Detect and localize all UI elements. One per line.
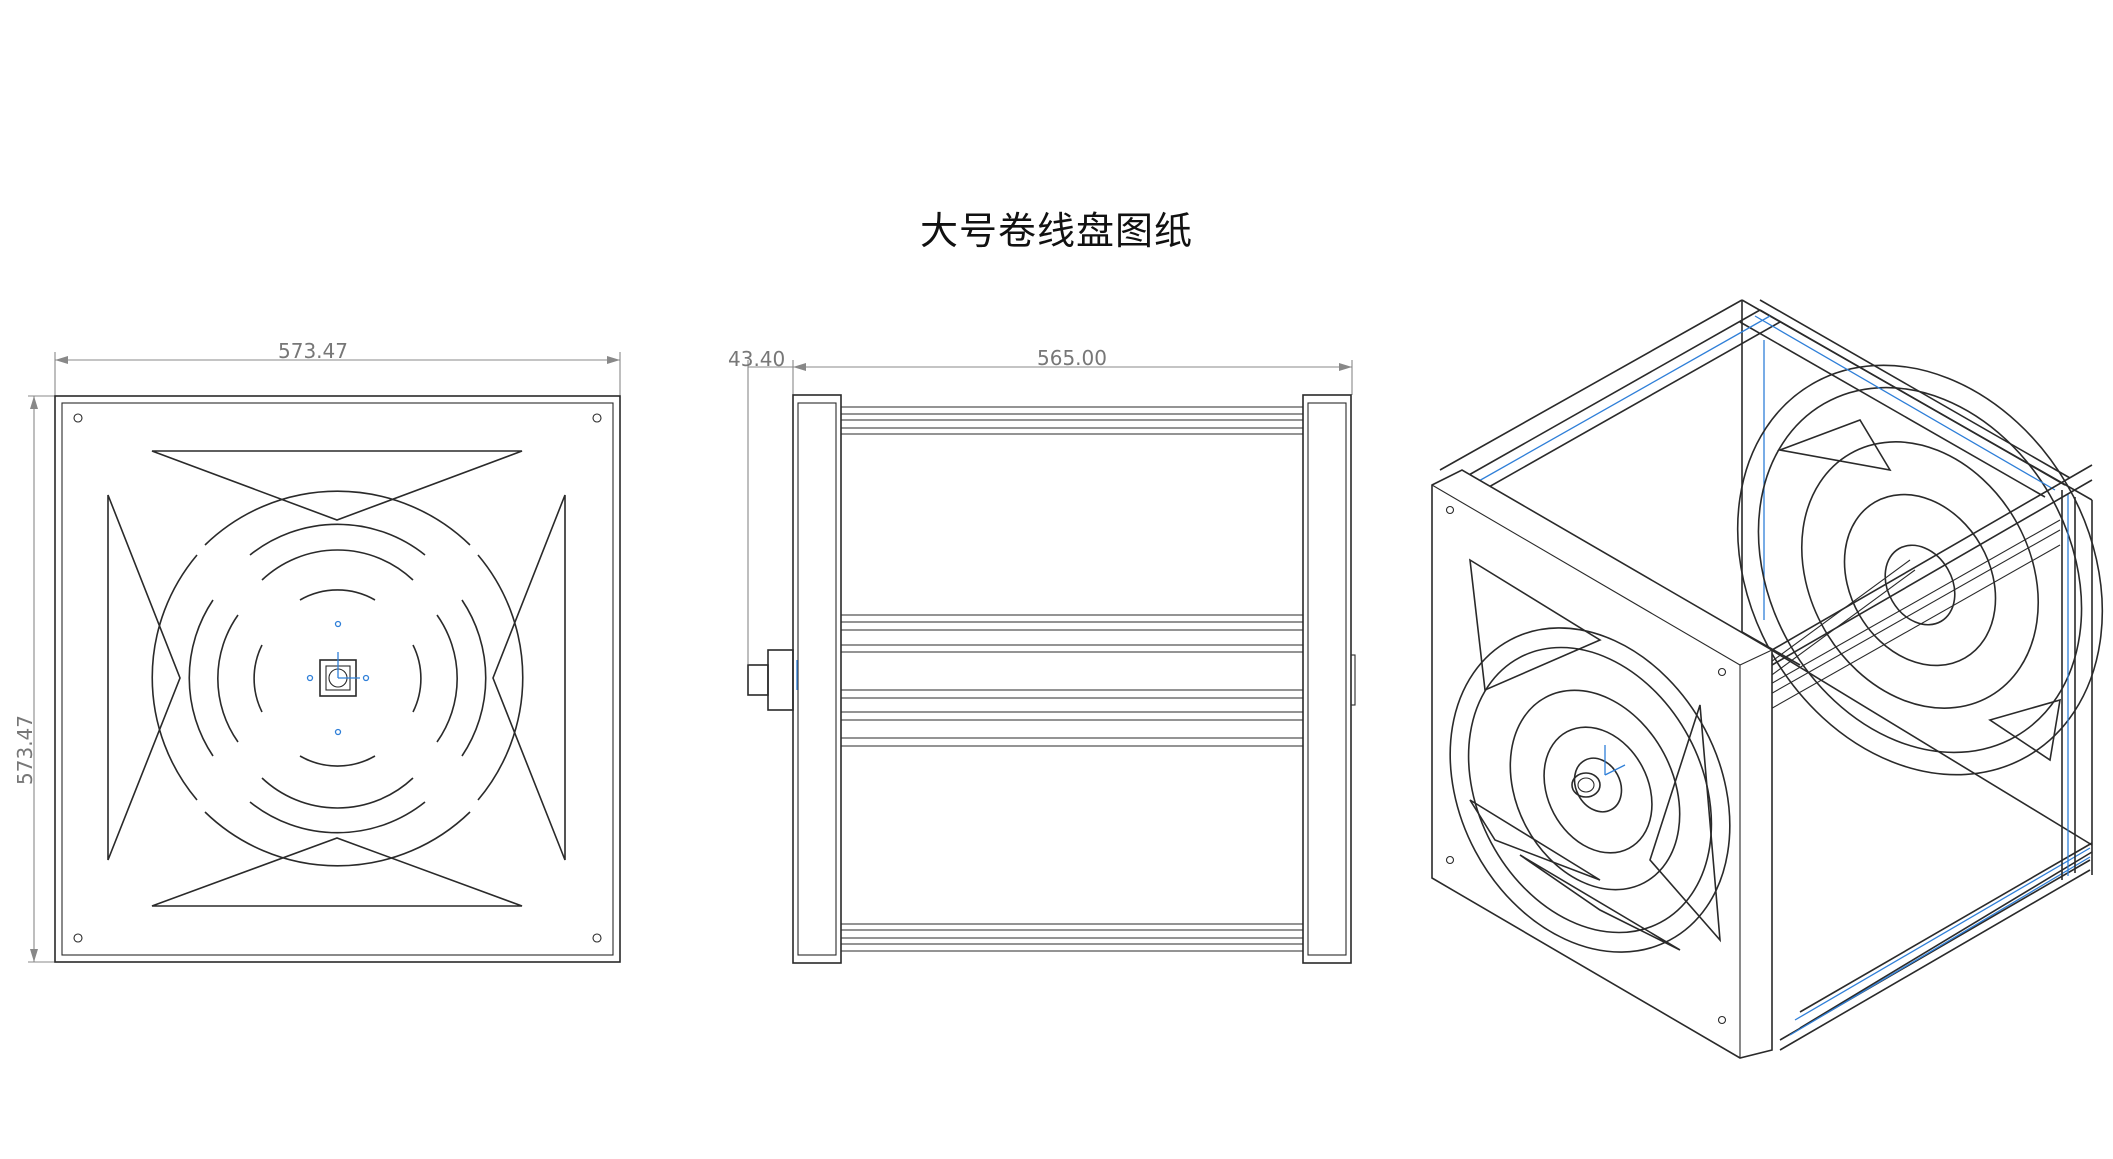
side-length-dimension: 565.00 — [793, 346, 1353, 395]
front-reel — [1449, 558, 1731, 953]
isometric-view — [1431, 299, 2104, 1059]
side-offset-label: 43.40 — [728, 347, 785, 371]
front-height-dimension: 573.47 — [13, 395, 60, 963]
front-height-label: 573.47 — [13, 715, 37, 785]
drawing-title: 大号卷线盘图纸 — [919, 209, 1193, 253]
front-hub — [1571, 745, 1626, 798]
side-offset-dimension: 43.40 — [728, 347, 794, 664]
front-width-dimension: 573.47 — [54, 339, 621, 398]
side-length-label: 565.00 — [1037, 346, 1107, 370]
back-reel — [1736, 364, 2104, 776]
front-view: 573.47 573.47 — [13, 339, 621, 963]
side-view: 43.40 565.00 — [728, 346, 1356, 964]
front-width-label: 573.47 — [278, 339, 348, 363]
